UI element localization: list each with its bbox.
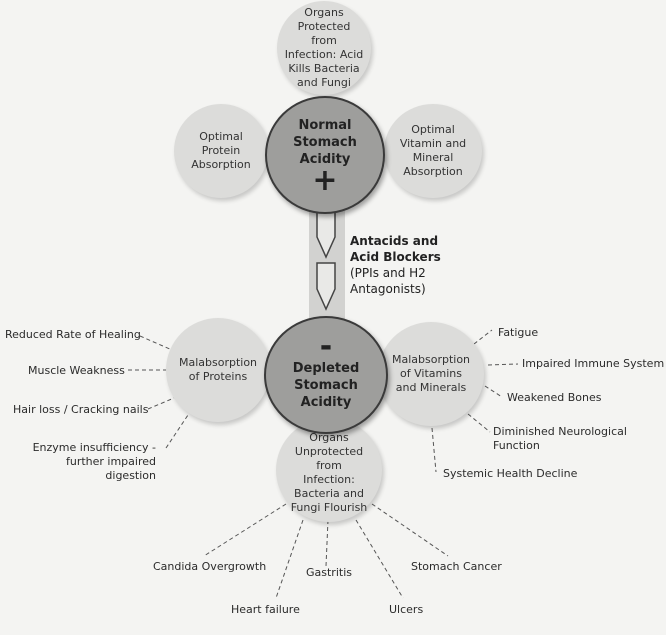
effect-hair-loss: Hair loss / Cracking nails: [13, 403, 149, 416]
effect-systemic-decline: Systemic Health Decline: [443, 467, 578, 480]
plus-sign: +: [312, 162, 338, 198]
effect-gastritis: Gastritis: [306, 566, 352, 579]
malabsorption-proteins-circle: Malabsorption of Proteins: [166, 318, 270, 422]
effect-weakened-bones: Weakened Bones: [507, 391, 602, 404]
infection-unprotected-circle: Organs Unprotected from Infection: Bacte…: [276, 418, 382, 522]
protein-absorption-text: Optimal Protein Absorption: [191, 130, 251, 171]
effect-enzyme-insufficiency: Enzyme insufficiency - further impaired …: [32, 441, 156, 482]
effect-ulcers: Ulcers: [389, 603, 424, 616]
infection-protected-circle: Organs Protected from Infection: Acid Ki…: [277, 1, 371, 95]
line-heart: [275, 519, 304, 599]
minus-sign: -: [319, 328, 333, 364]
effect-heart-failure: Heart failure: [231, 603, 300, 616]
effect-immune-system: Impaired Immune System: [522, 357, 665, 370]
down-arrow: [309, 205, 345, 323]
depleted-acidity-circle: - Depleted Stomach Acidity: [264, 316, 388, 434]
line-gastritis: [325, 519, 329, 567]
line-systemic: [431, 427, 437, 473]
line-fatigue: [473, 329, 493, 345]
vitamin-absorption-circle: Optimal Vitamin and Mineral Absorption: [384, 104, 482, 198]
infection-protected-text: Organs Protected from Infection: Acid Ki…: [284, 6, 364, 89]
line-candida: [203, 503, 287, 557]
malabsorption-vitamins-text: Malabsorption of Vitamins and Minerals: [391, 353, 471, 394]
line-enzyme: [165, 411, 191, 449]
effect-neurological: Diminished Neurological Function: [493, 425, 627, 452]
line-ulcers: [355, 519, 404, 599]
protein-absorption-circle: Optimal Protein Absorption: [174, 104, 268, 198]
effect-muscle-weakness: Muscle Weakness: [28, 364, 125, 377]
line-neuro: [467, 413, 491, 433]
effect-fatigue: Fatigue: [498, 326, 539, 339]
line-healing: [139, 335, 173, 351]
effect-stomach-cancer: Stomach Cancer: [411, 560, 502, 573]
infection-unprotected-text: Organs Unprotected from Infection: Bacte…: [290, 431, 368, 514]
antacids-label-rest: (PPIs and H2 Antagonists): [350, 266, 426, 296]
line-immune: [487, 363, 519, 366]
antacids-label-bold: Antacids and Acid Blockers: [350, 234, 441, 264]
line-cancer: [371, 503, 449, 557]
line-bones: [484, 385, 503, 398]
vitamin-absorption-text: Optimal Vitamin and Mineral Absorption: [399, 123, 467, 178]
line-hair: [147, 397, 175, 410]
normal-acidity-circle: Normal Stomach Acidity +: [265, 96, 385, 214]
depleted-acidity-title: Depleted Stomach Acidity: [292, 360, 360, 410]
malabsorption-vitamins-circle: Malabsorption of Vitamins and Minerals: [378, 322, 484, 426]
malabsorption-proteins-text: Malabsorption of Proteins: [178, 356, 258, 383]
antacids-label: Antacids and Acid Blockers (PPIs and H2 …: [350, 233, 455, 297]
effect-candida: Candida Overgrowth: [153, 560, 267, 573]
effect-reduced-healing: Reduced Rate of Healing: [5, 328, 141, 341]
normal-acidity-title: Normal Stomach Acidity: [293, 117, 357, 167]
